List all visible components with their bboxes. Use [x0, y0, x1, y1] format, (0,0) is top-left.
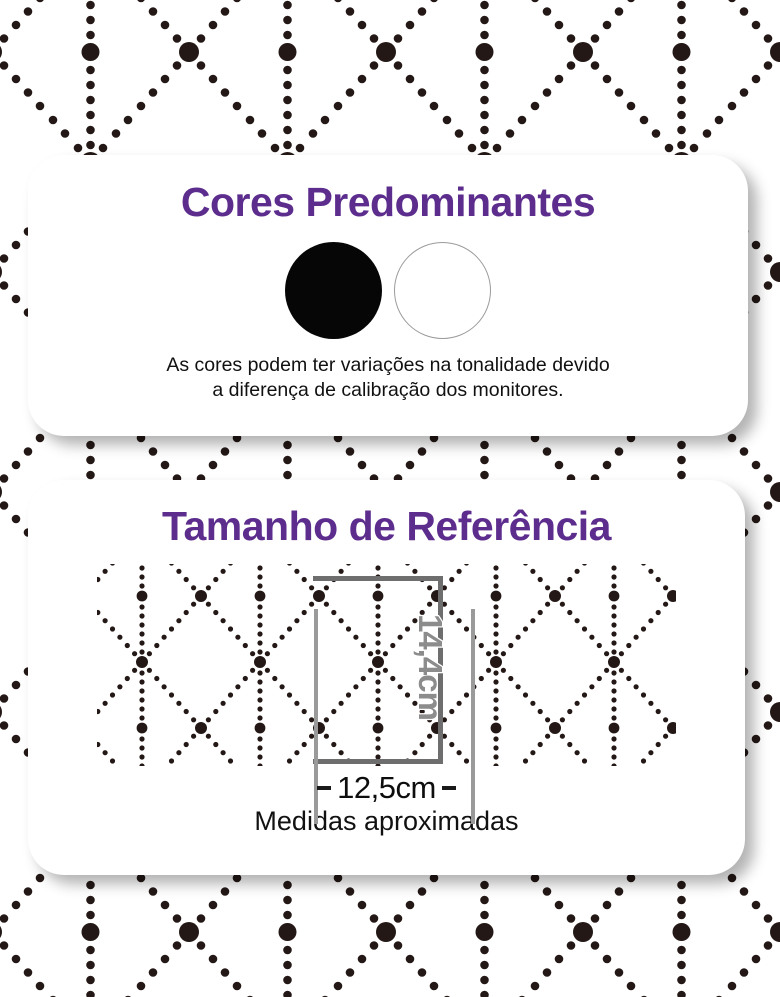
color-swatch-row — [28, 242, 748, 339]
color-disclaimer: As cores podem ter variações na tonalida… — [28, 353, 748, 403]
width-measurement: 12,5cm — [97, 770, 676, 806]
predominant-colors-card: Cores Predominantes As cores podem ter v… — [28, 155, 748, 436]
width-tick-left — [317, 786, 332, 790]
color-swatch-white — [394, 242, 491, 339]
predominant-colors-title: Cores Predominantes — [180, 179, 596, 225]
color-disclaimer-line-2: a diferença de calibração dos monitores. — [212, 378, 564, 401]
color-swatch-black — [285, 242, 382, 339]
approximate-measurements-note: Medidas aproximadas — [254, 806, 519, 836]
width-measurement-label: 12,5cm — [337, 770, 436, 805]
size-reference-card: Tamanho de Referência 14,4cm 12,5cm Medi… — [28, 480, 745, 875]
size-reference-title: Tamanho de Referência — [162, 503, 612, 549]
pattern-preview-box — [97, 564, 676, 766]
width-tick-right — [441, 786, 456, 790]
color-disclaimer-line-1: As cores podem ter variações na tonalida… — [166, 354, 610, 376]
size-preview-wrapper: 14,4cm 12,5cm — [97, 564, 676, 824]
